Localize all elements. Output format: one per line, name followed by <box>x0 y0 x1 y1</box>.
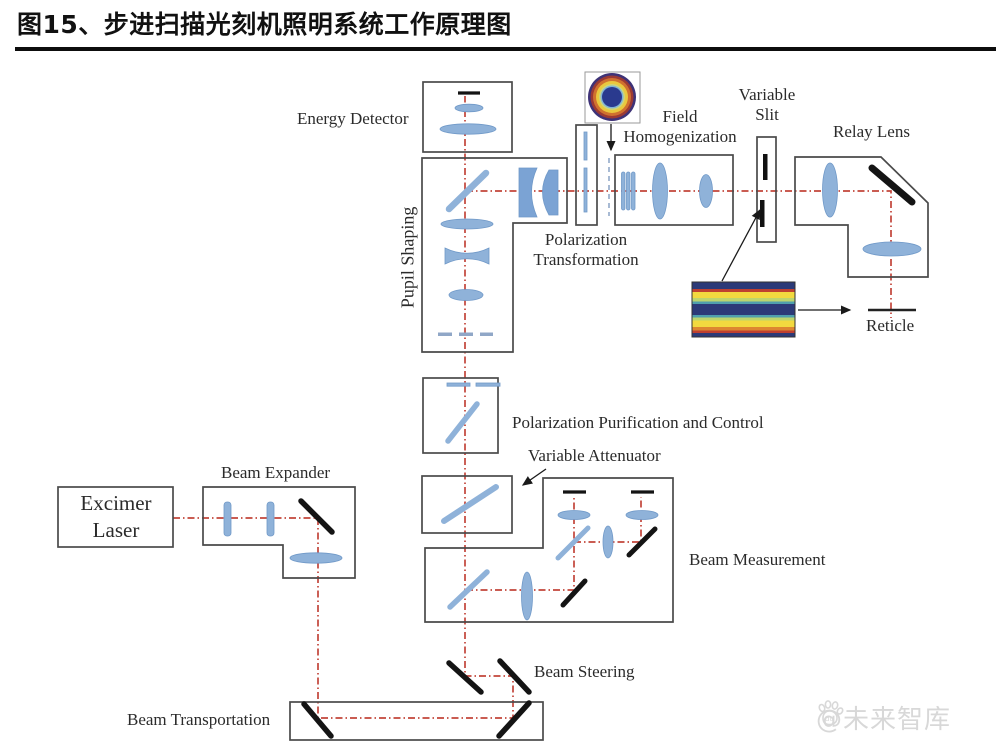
energy-detector-box <box>422 81 513 153</box>
aperture-dash-3 <box>480 332 493 336</box>
polarization-transformation-box <box>575 124 598 226</box>
beam-measurement-label: Beam Measurement <box>689 550 826 569</box>
purification-plate-top-left <box>446 382 471 387</box>
purification-plate <box>445 401 480 444</box>
purification-plate-top-right <box>475 382 501 387</box>
field-homogenization-box <box>614 154 734 226</box>
svg-text:du: du <box>825 715 834 723</box>
relay-lens-vertical <box>822 162 838 218</box>
transport-mirror-left <box>301 701 334 739</box>
attenuator-label-arrow <box>521 468 547 486</box>
reticle-label: Reticle <box>866 316 915 335</box>
pupil-beamsplitter <box>445 169 490 213</box>
steering-mirror-right <box>497 658 532 695</box>
measurement-beamsplitter-upper <box>555 525 591 561</box>
beam-main-horizontal-path <box>466 190 892 318</box>
beam-expander-label: Beam Expander <box>221 463 331 482</box>
polarization-purification-box <box>422 377 499 454</box>
relay-lens-box <box>794 156 929 278</box>
figure-title: 图15、步进扫描光刻机照明系统工作原理图 <box>17 10 512 39</box>
expander-mirror <box>298 498 335 535</box>
excimer-laser-box <box>57 486 174 548</box>
energy-detector-lens-small <box>454 103 484 113</box>
pupil-lens-small <box>448 289 484 301</box>
measurement-lens-mid <box>602 525 614 559</box>
variable-attenuator-label: Variable Attenuator <box>528 446 661 465</box>
field-homogenization-label: Field Homogenization <box>623 107 737 146</box>
annotation-arrows <box>521 124 852 486</box>
pupil-shaping-label: Pupil Shaping <box>397 206 418 309</box>
polarization-element-lower <box>583 167 588 213</box>
polarization-element-upper <box>583 131 588 161</box>
beam-expander-box <box>202 486 356 579</box>
laser-beam-path <box>173 96 892 719</box>
slit-blade-lower <box>760 200 765 227</box>
beam-transportation-box <box>289 701 544 741</box>
relay-lens-label: Relay Lens <box>833 122 910 141</box>
pupil-zoom-element-left <box>518 167 538 218</box>
mirrors <box>298 164 916 739</box>
illumination-field-image <box>691 281 796 338</box>
beam-measurement-box <box>424 477 674 623</box>
slit-field-annotation-arrow <box>721 208 761 282</box>
measurement-lens-left-arm <box>557 510 591 520</box>
variable-attenuator-box <box>421 475 513 534</box>
detectors <box>458 91 654 494</box>
title-underline <box>15 47 996 51</box>
measurement-mirror-lower <box>560 578 588 608</box>
homogenization-lens-small <box>699 174 713 208</box>
expander-plate-2 <box>266 501 275 537</box>
energy-detector-label: Energy Detector <box>297 109 409 128</box>
beam-feed-path <box>173 96 514 719</box>
pupil-biconcave-lens <box>444 247 490 265</box>
polarization-transformation-label: Polarization Transformation <box>533 230 639 269</box>
pupil-shaping-box <box>421 157 568 353</box>
expander-plate-1 <box>223 501 232 537</box>
polarization-purification-label: Polarization Purification and Control <box>512 413 764 432</box>
slit-blades <box>760 154 768 227</box>
fly-eye-array-1 <box>621 171 626 211</box>
homogenization-lens-large <box>652 162 668 220</box>
beamsplitters <box>441 169 591 610</box>
measurement-mirror-upper <box>626 526 658 558</box>
pupil-pattern-icon <box>588 73 636 121</box>
expander-lens <box>289 552 343 564</box>
pupil-zoom-element-right <box>542 169 559 216</box>
energy-detector-lens-large <box>439 123 497 135</box>
variable-slit-label: Variable Slit <box>738 85 796 124</box>
slit-blade-upper <box>763 154 768 180</box>
beam-measurement-path <box>466 497 642 591</box>
relay-lens-horizontal <box>862 241 922 257</box>
module-boxes <box>57 71 929 741</box>
beam-transportation-label: Beam Transportation <box>127 710 271 729</box>
steering-mirror-left <box>446 660 484 695</box>
aperture-dash-1 <box>438 332 452 336</box>
baidu-paw-icon: du <box>818 700 844 726</box>
pupil-lens-large <box>440 218 494 230</box>
variable-slit-box <box>756 136 777 243</box>
attenuator-plate <box>441 484 499 524</box>
aperture-dash-2 <box>459 332 473 336</box>
measurement-lens-right-arm <box>625 510 659 520</box>
transport-mirror-right <box>496 700 532 739</box>
beam-steering-label: Beam Steering <box>534 662 635 681</box>
fly-eye-array-3 <box>631 171 636 211</box>
measurement-lens-lower <box>521 571 533 621</box>
relay-fold-mirror <box>868 164 916 206</box>
excimer-laser-label: Excimer Laser <box>80 491 152 543</box>
fly-eye-array-2 <box>626 171 631 211</box>
watermark: du @未来智库 <box>816 699 951 736</box>
measurement-beamsplitter-lower <box>447 569 490 610</box>
pupil-pattern-frame <box>584 71 641 124</box>
lenses <box>223 103 922 621</box>
